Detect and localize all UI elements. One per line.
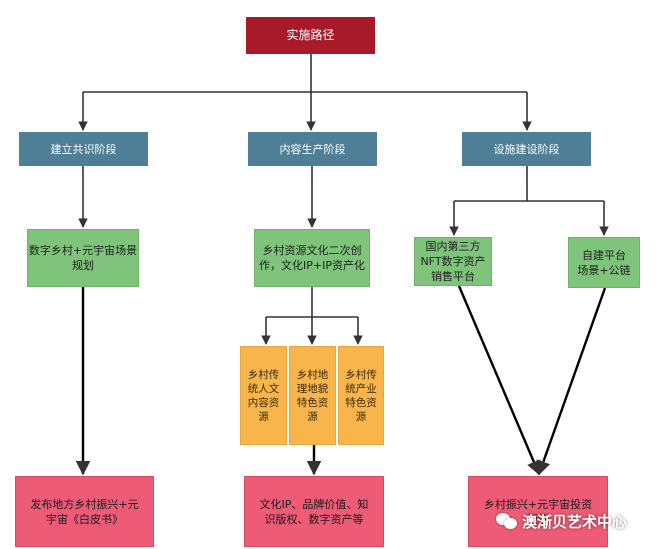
wechat-icon <box>496 511 518 531</box>
edge-content-resources-bus <box>266 287 358 318</box>
stage-infrastructure: 设施建设阶段 <box>462 132 591 166</box>
watermark-text: 澳渐贝艺术中心 <box>522 512 628 531</box>
edge-root-bus <box>83 54 527 93</box>
stage-content-production: 内容生产阶段 <box>248 132 377 166</box>
platform-domestic-nft: 国内第三方 NFT数字资产 销售平台 <box>414 237 492 286</box>
edge-self-result <box>536 287 607 476</box>
edge-infra-bus <box>454 166 604 202</box>
result-digital-assets: 文化IP、品牌价值、知 识版权、数字资产等 <box>244 476 384 547</box>
root-node-implementation-path: 实施路径 <box>246 17 375 54</box>
edge-domestic-result <box>457 285 541 476</box>
resource-humanities: 乡村传 统人文 内容资 源 <box>240 346 287 445</box>
stage-consensus: 建立共识阶段 <box>19 132 148 166</box>
resource-geography: 乡村地 理地貌 特色资 源 <box>289 346 336 445</box>
platform-self-built: 自建平台 场景+公链 <box>568 237 640 288</box>
watermark: 澳渐贝艺术中心 <box>496 506 656 536</box>
step-scenario-planning: 数字乡村+元宇宙场景 规划 <box>27 229 139 287</box>
result-white-paper: 发布地方乡村振兴+元 宇宙《白皮书》 <box>15 476 154 547</box>
result-investment-sector: 乡村振兴+元宇宙投资 板块 <box>468 476 608 547</box>
resource-industry: 乡村传 统产业 特色资 源 <box>338 346 384 445</box>
step-ip-creation: 乡村资源文化二次创 作，文化IP+IP资产化 <box>254 229 370 287</box>
